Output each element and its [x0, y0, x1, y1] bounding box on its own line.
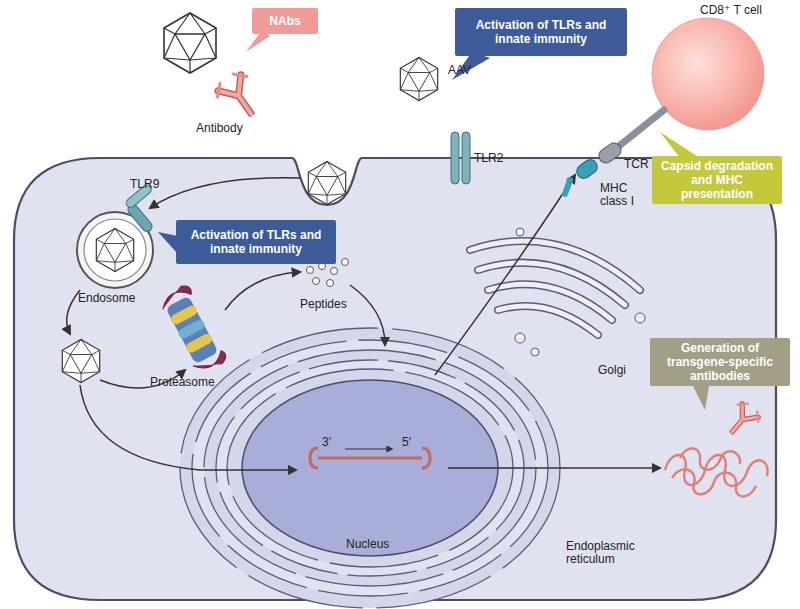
callout-box: Capsid degradation and MHC presentation	[652, 156, 782, 204]
callout-text: Activation of TLRs and innate immunity	[182, 228, 330, 256]
callout-text: Capsid degradation and MHC presentation	[658, 159, 776, 201]
part-label: CD8⁺ T cell	[700, 4, 796, 17]
part-label: MHC class I	[600, 182, 648, 208]
callout-box: Activation of TLRs and innate immunity	[455, 8, 627, 56]
part-label: Nucleus	[346, 538, 406, 551]
part-label: 5′	[402, 436, 422, 449]
part-label: Proteasome	[150, 376, 230, 389]
part-label: TLR9	[130, 178, 170, 191]
callout-text: Generation of transgene-specific antibod…	[656, 341, 784, 383]
callout-box: Generation of transgene-specific antibod…	[650, 338, 790, 386]
part-label: TLR2	[474, 152, 514, 165]
callout-box: Activation of TLRs and innate immunity	[176, 220, 336, 264]
part-label: Endoplasmic reticulum	[566, 540, 650, 566]
part-label: Peptides	[300, 298, 370, 311]
callout-text: Activation of TLRs and innate immunity	[461, 18, 621, 46]
part-label: Antibody	[196, 122, 266, 135]
callout-text: NAbs	[269, 14, 300, 28]
callout-box: NAbs	[252, 8, 318, 34]
part-label: AAV	[448, 64, 488, 77]
part-label: Endosome	[78, 292, 148, 305]
part-label: 3′	[322, 436, 342, 449]
part-label: Golgi	[598, 364, 648, 377]
part-label: TCR	[624, 158, 664, 171]
